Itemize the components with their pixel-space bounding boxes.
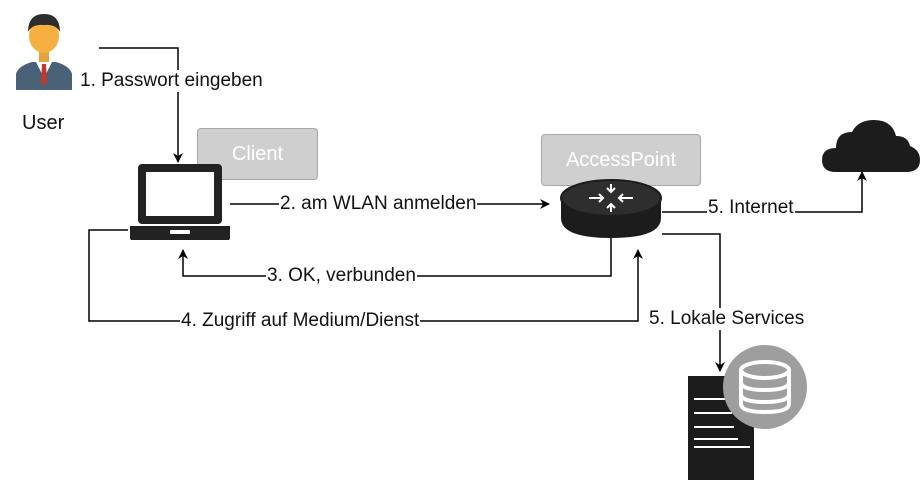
user-avatar-icon	[16, 14, 72, 90]
edge-password	[99, 47, 183, 163]
database-icon	[723, 345, 807, 429]
laptop-icon	[130, 164, 230, 240]
step-1-label: 1. Passwort eingeben	[79, 70, 264, 92]
edge-access	[88, 229, 643, 322]
step-4-label: 4. Zugriff auf Medium/Dienst	[180, 310, 421, 332]
router-icon	[560, 179, 662, 238]
user-label: User	[22, 112, 65, 134]
step-5-internet-label: 5. Internet	[707, 197, 795, 219]
step-3-label: 3. OK, verbunden	[266, 265, 417, 287]
step-5-local-label: 5. Lokale Services	[648, 308, 806, 330]
cloud-icon	[822, 120, 920, 172]
step-2-label: 2. am WLAN anmelden	[279, 193, 478, 215]
edge-local	[662, 233, 725, 372]
accesspoint-tag: AccessPoint	[541, 134, 701, 186]
